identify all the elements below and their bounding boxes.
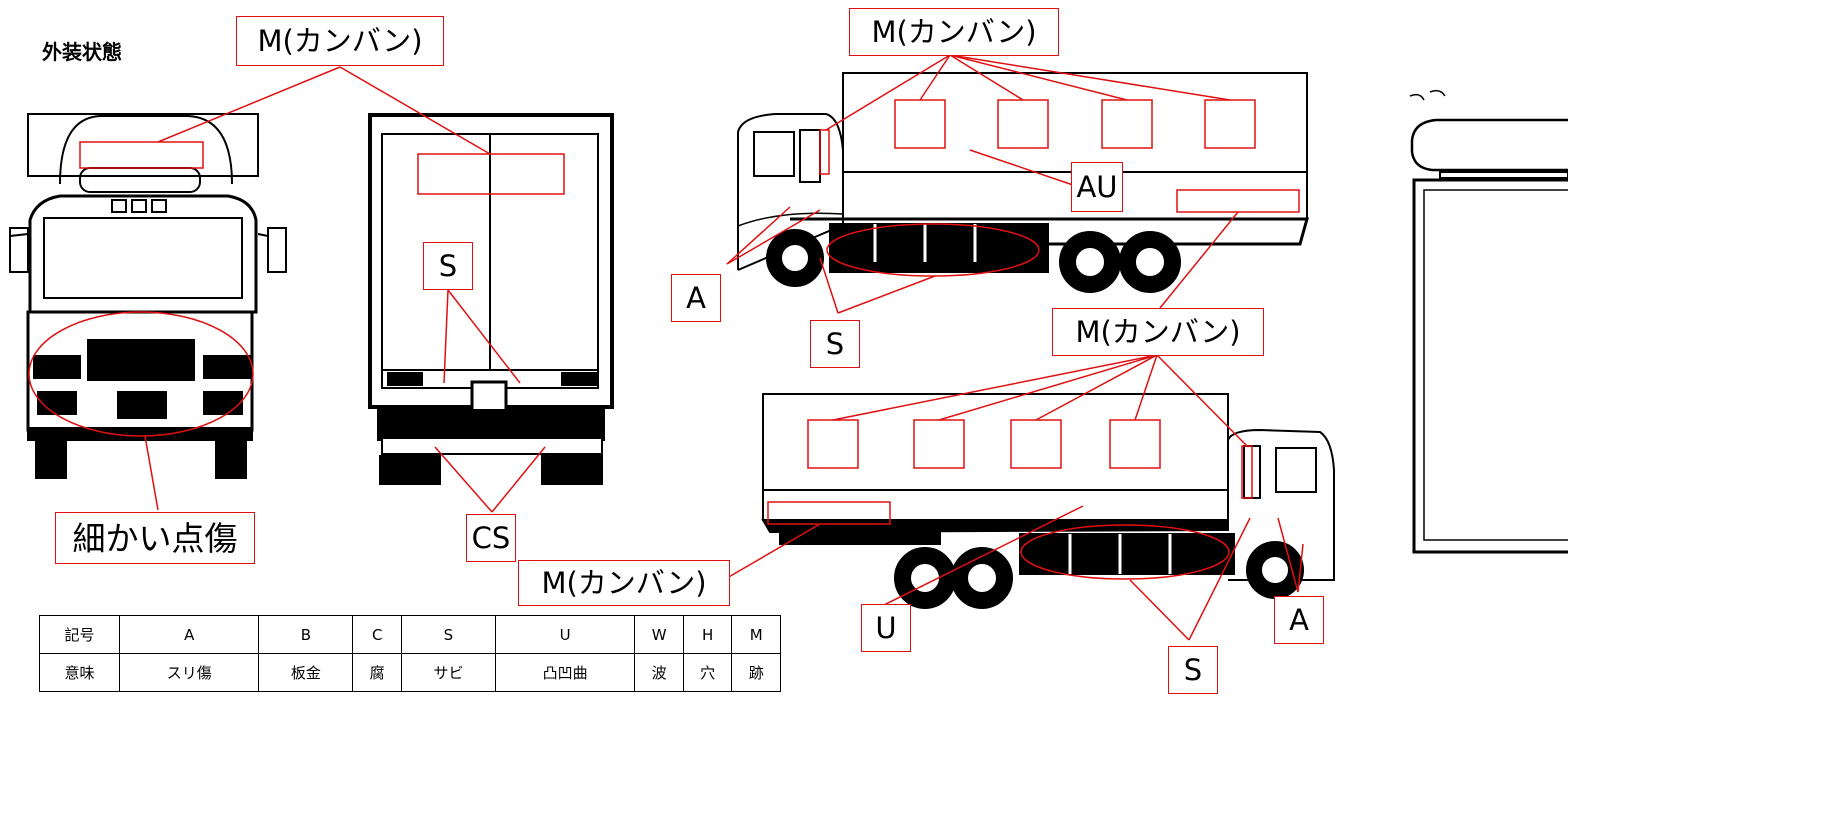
annotation-lines [28,54,1304,641]
legend-symbol-cell: S [400,615,496,654]
side-mid-m-label: M(カンバン) [1052,308,1264,356]
front-damage-label: 細かい点傷 [55,512,255,564]
side-top-m-label: M(カンバン) [849,8,1059,56]
legend-symbol-cell: U [494,615,636,654]
legend-symbol-cell: B [258,615,354,654]
legend-symbol-header: 記号 [39,615,120,654]
page-title: 外装状態 [42,40,122,64]
side-view-truck-right [761,393,1335,609]
rear-view-truck [368,113,614,485]
legend-symbol-cell: A [118,615,260,654]
side-bot-s-label: S [1168,646,1218,694]
side-bot-m-label: M(カンバン) [518,560,730,606]
legend-meaning-header: 意味 [39,653,120,692]
legend-symbol-cell: C [352,615,402,654]
legend-symbol-cell: W [634,615,684,654]
legend-meaning-cell: 穴 [682,653,733,692]
side-view-truck-left [737,72,1309,293]
side-top-au-label: AU [1071,162,1123,212]
side-top-a-label: A [671,274,721,322]
front-m-label: M(カンバン) [236,16,444,66]
legend-symbol-row: 記号 A B C S U W H M [39,615,781,654]
legend-meaning-cell: スリ傷 [118,653,260,692]
legend-meaning-cell: 凸凹曲 [494,653,636,692]
top-view-truck [1409,89,1568,554]
legend-meaning-cell: 板金 [258,653,354,692]
rear-cs-label: CS [466,514,516,562]
rear-s-label: S [423,242,473,290]
legend-meaning-cell: 腐 [352,653,402,692]
legend-meaning-cell: 波 [634,653,684,692]
legend-meaning-cell: サビ [400,653,496,692]
legend-meaning-cell: 跡 [731,653,781,692]
side-bot-a-label: A [1274,596,1324,644]
legend-symbol-cell: H [682,615,733,654]
side-bot-u-label: U [861,604,911,652]
legend-symbol-cell: M [731,615,781,654]
legend-meaning-row: 意味 スリ傷 板金 腐 サビ 凸凹曲 波 穴 跡 [39,653,781,692]
legend-table: 記号 A B C S U W H M 意味 スリ傷 板金 腐 サビ 凸凹曲 波 … [39,615,781,692]
side-top-s-label: S [810,320,860,368]
